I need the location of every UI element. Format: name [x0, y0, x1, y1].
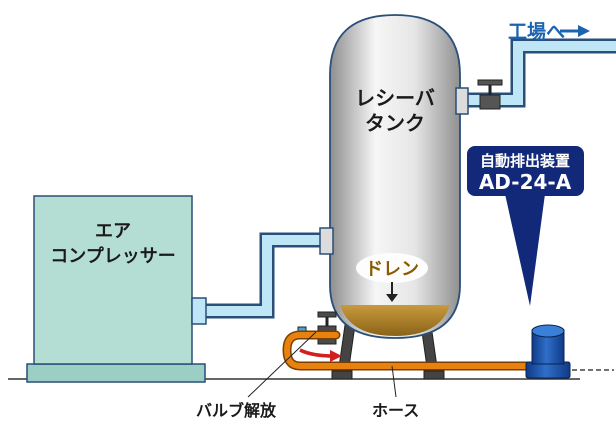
destination-label: 工場へ	[508, 21, 565, 43]
hose-callout-line	[391, 365, 397, 398]
valve-callout-label: バルブ解放	[196, 401, 277, 420]
compressor-label-line2: コンプレッサー	[50, 245, 175, 267]
air-compressor	[26, 195, 207, 383]
drain-label: ドレン	[365, 259, 419, 280]
drain-water	[340, 305, 450, 336]
compressor-label-line1: エア	[95, 221, 131, 242]
device-label-line1: 自動排出装置	[480, 152, 570, 170]
outlet-valve-icon	[477, 79, 503, 110]
tank-label-line1: レシーバ	[355, 86, 435, 110]
valve-callout-line	[247, 331, 317, 398]
auto-drain-device	[525, 324, 614, 379]
flow-arrow-icon	[299, 348, 342, 362]
tank-label-line2: タンク	[365, 111, 425, 135]
device-label-line2: AD-24-A	[479, 170, 572, 194]
arrow-right-icon	[560, 25, 590, 37]
hose-callout-label: ホース	[372, 401, 419, 420]
outlet-pipe	[463, 38, 616, 108]
device-label-bubble	[467, 146, 584, 306]
receiver-tank	[319, 14, 469, 339]
drain-callout	[356, 253, 428, 302]
